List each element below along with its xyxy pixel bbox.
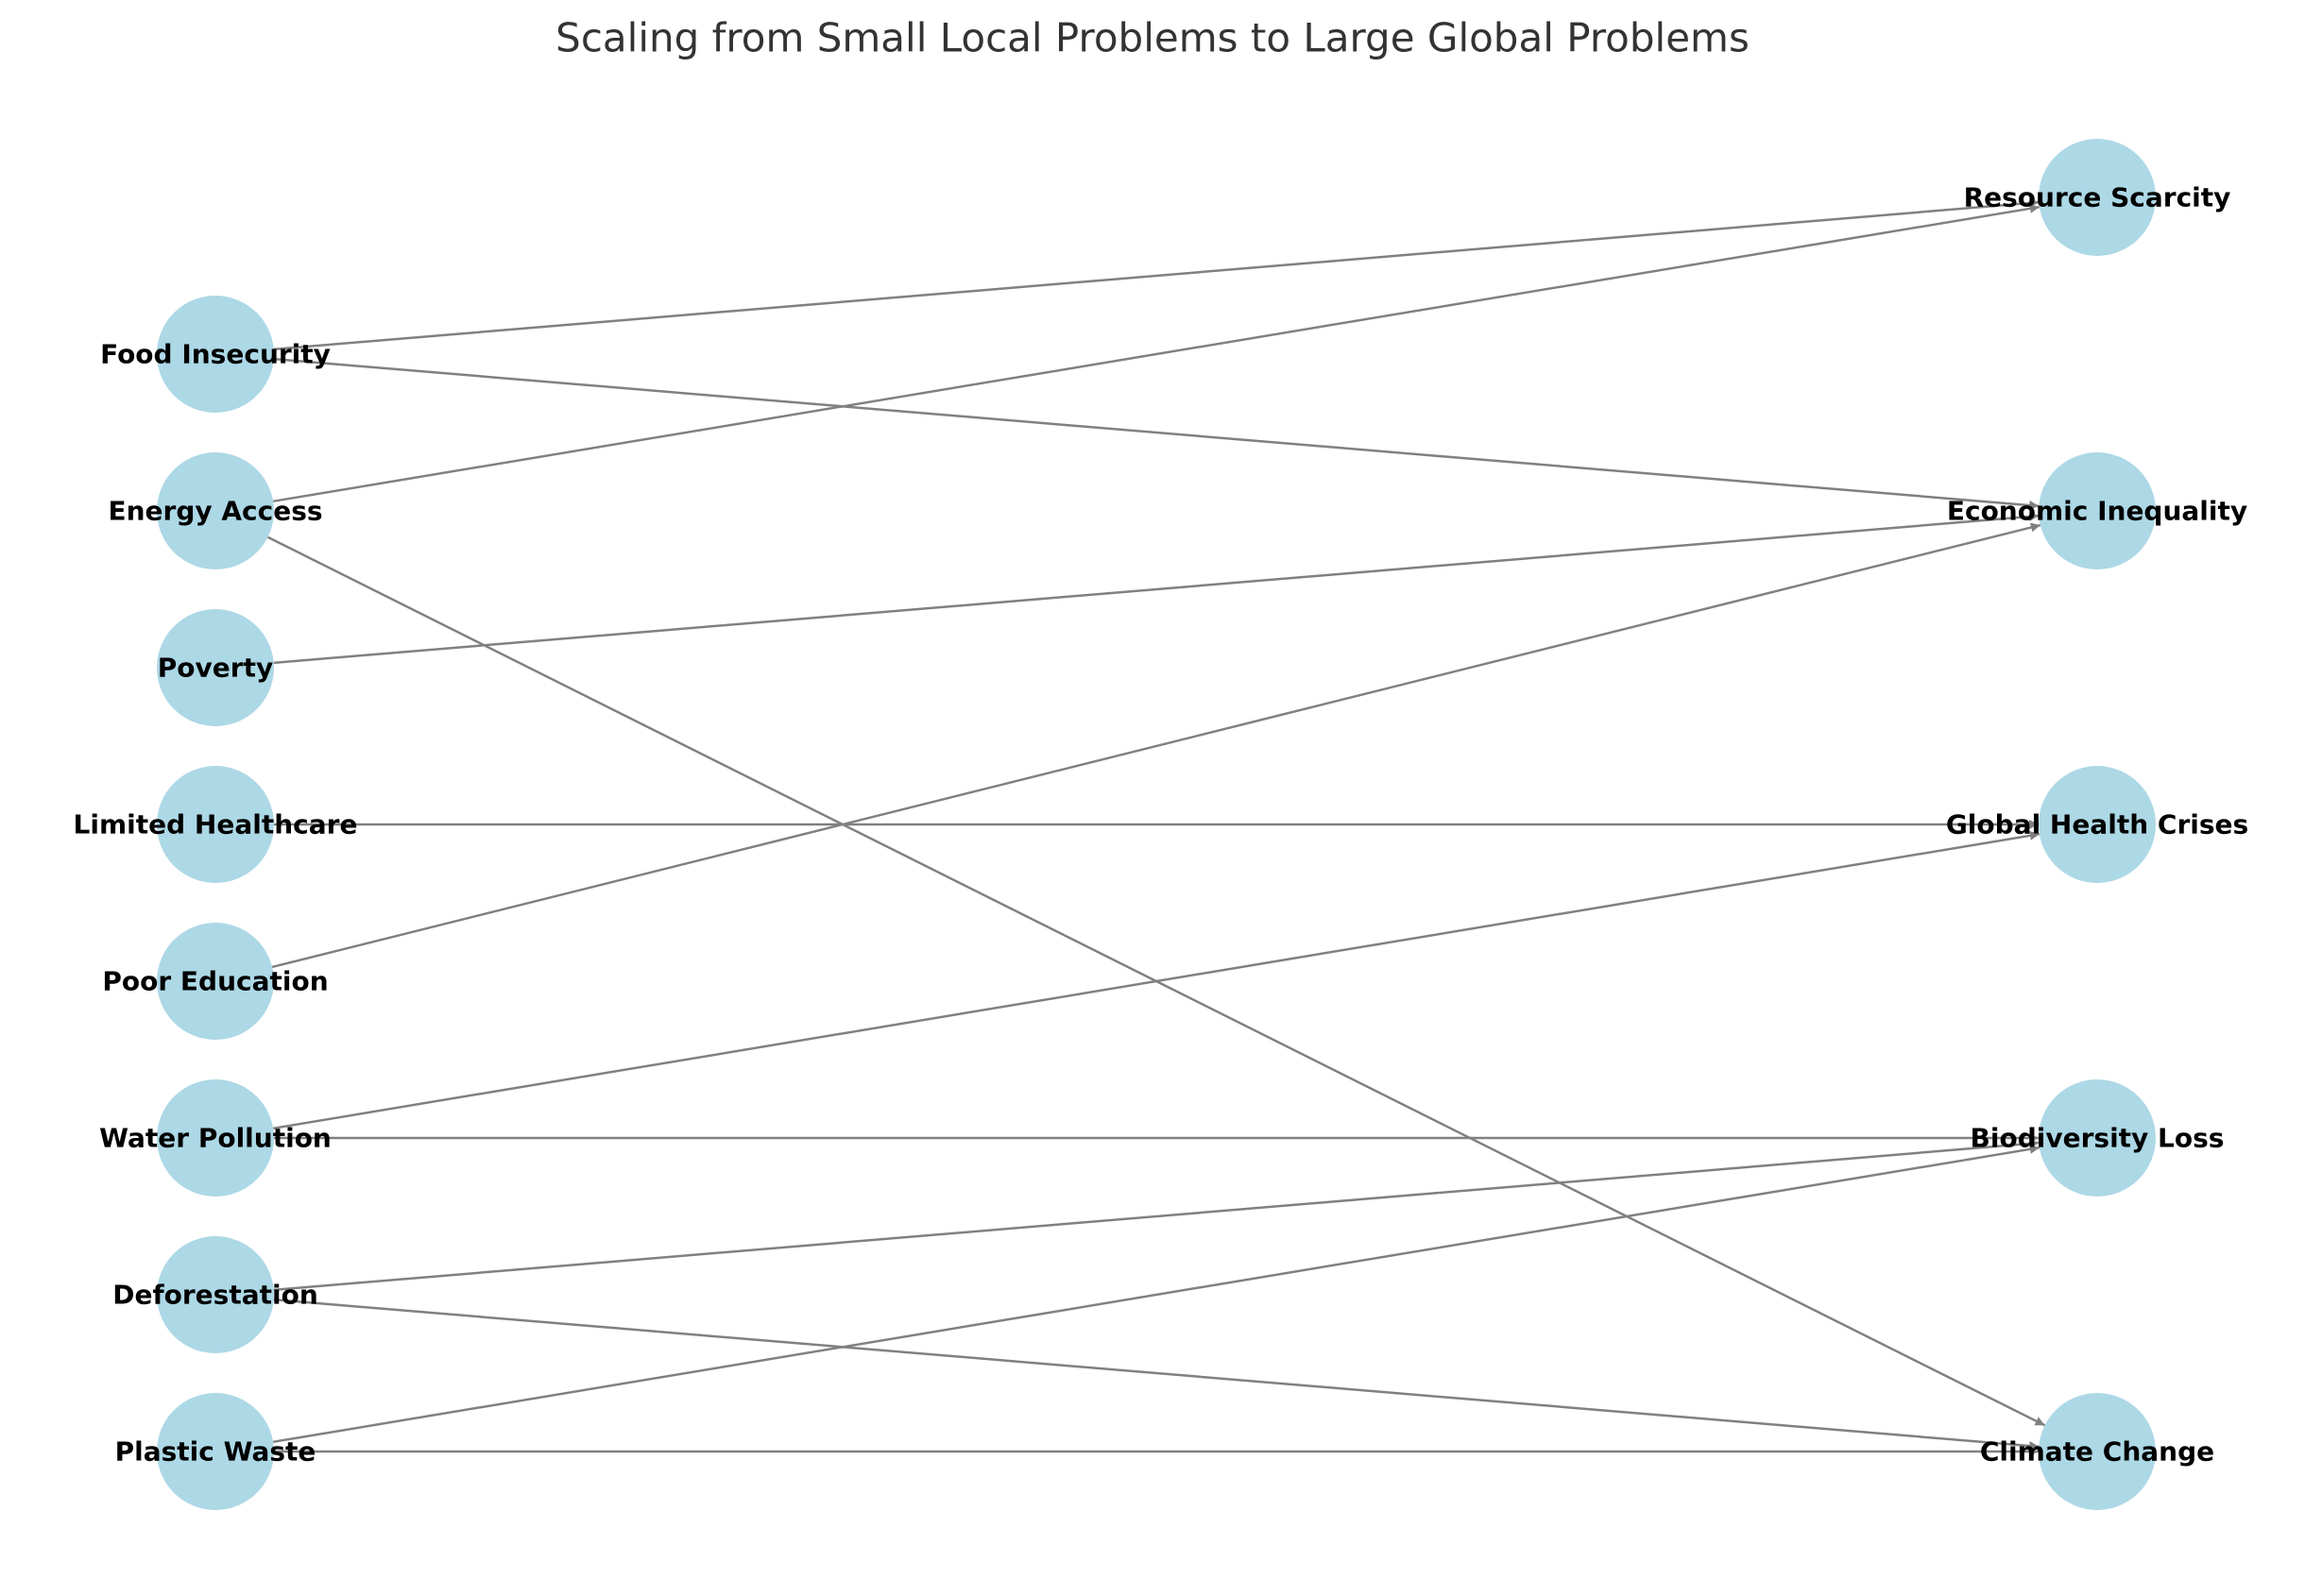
edge-deforestation-to-climate	[273, 1298, 2040, 1452]
node-label-healthcare: Limited Healthcare	[74, 809, 358, 840]
node-label-deforestation: Deforestation	[112, 1280, 318, 1311]
node-water	[157, 1079, 274, 1197]
node-label-food: Food Insecurity	[100, 339, 331, 370]
node-inequality	[2039, 452, 2156, 569]
edge-poverty-to-inequality	[273, 511, 2040, 665]
node-label-poverty: Poverty	[158, 653, 273, 684]
node-food	[157, 296, 274, 413]
node-label-inequality: Economic Inequality	[1947, 496, 2247, 527]
node-label-climate: Climate Change	[1980, 1436, 2214, 1468]
edge-plastic-to-biodiversity	[272, 1144, 2040, 1444]
nodes-layer	[157, 139, 2156, 1510]
node-education	[157, 923, 274, 1040]
node-health	[2039, 766, 2156, 883]
node-deforestation	[157, 1236, 274, 1353]
edge-energy-to-resource	[272, 203, 2040, 503]
edge-water-to-health	[272, 830, 2040, 1130]
node-poverty	[157, 609, 274, 726]
diagram-title: Scaling from Small Local Problems to Lar…	[555, 15, 1750, 61]
edge-food-to-resource	[273, 197, 2040, 351]
node-label-plastic: Plastic Waste	[115, 1436, 316, 1468]
node-climate	[2039, 1393, 2156, 1510]
edge-education-to-inequality	[271, 522, 2041, 969]
node-label-education: Poor Education	[102, 966, 328, 997]
node-label-water: Water Pollution	[99, 1123, 332, 1154]
node-label-resource: Resource Scarcity	[1964, 182, 2231, 213]
node-healthcare	[157, 766, 274, 883]
edges-layer	[266, 197, 2046, 1456]
node-label-energy: Energy Access	[108, 496, 322, 527]
node-biodiversity	[2039, 1079, 2156, 1197]
node-energy	[157, 452, 274, 569]
node-resource	[2039, 139, 2156, 256]
node-plastic	[157, 1393, 274, 1510]
edge-food-to-inequality	[273, 357, 2040, 511]
node-label-biodiversity: Biodiversity Loss	[1971, 1123, 2225, 1154]
node-label-health: Global Health Crises	[1946, 809, 2248, 840]
edge-deforestation-to-biodiversity	[273, 1138, 2040, 1292]
